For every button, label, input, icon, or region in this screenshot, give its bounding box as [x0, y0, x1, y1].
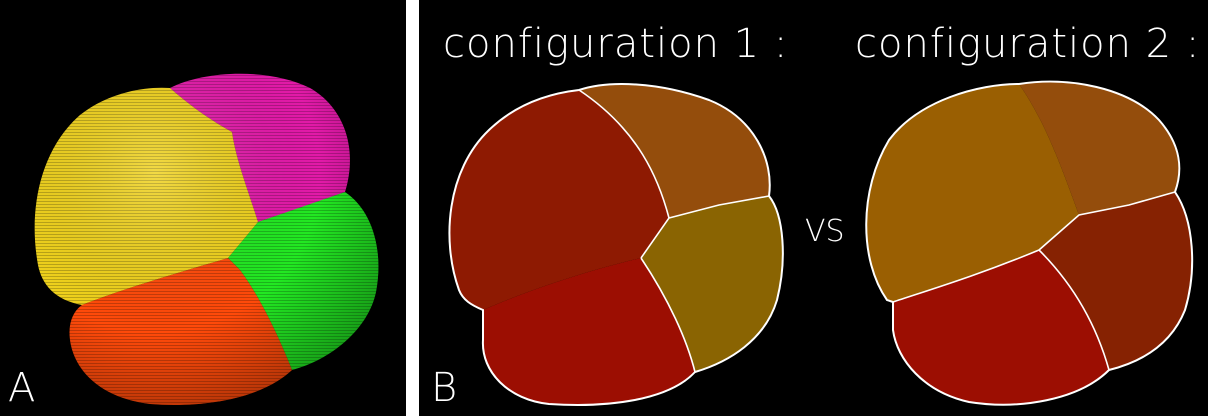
config-2-bottom-left-cell: [893, 250, 1109, 405]
config-2-top-right-cell: [1019, 81, 1180, 215]
vs-label: VS: [805, 214, 845, 249]
configuration-1-label: configuration 1 :: [443, 21, 789, 67]
config-1-left-cell: [449, 90, 669, 310]
config-1-bottom-cell: [482, 258, 695, 405]
panel-a-voxel-embryo: A: [0, 0, 406, 416]
config-2-bottom-right-cell: [1039, 192, 1193, 370]
voxel-embryo-figure: [34, 73, 379, 405]
config-1-top-right-cell: [579, 84, 770, 218]
configuration-1-diagram: [448, 83, 784, 406]
config-2-outline: [865, 80, 1194, 406]
configuration-2-label: configuration 2 :: [855, 21, 1201, 67]
config-1-right-cell: [641, 196, 783, 372]
config-2-top-left-cell: [866, 84, 1079, 302]
config-2-seams: [892, 191, 1176, 371]
configurations-figure: [448, 80, 1194, 406]
panel-b-configurations: configuration 1 : configuration 2 : VS B: [419, 0, 1208, 416]
panel-letter-a: A: [8, 365, 36, 411]
config-1-outline: [448, 83, 784, 406]
configuration-2-diagram: [865, 80, 1194, 406]
panel-letter-b: B: [431, 365, 458, 411]
config-1-seams: [578, 89, 770, 373]
